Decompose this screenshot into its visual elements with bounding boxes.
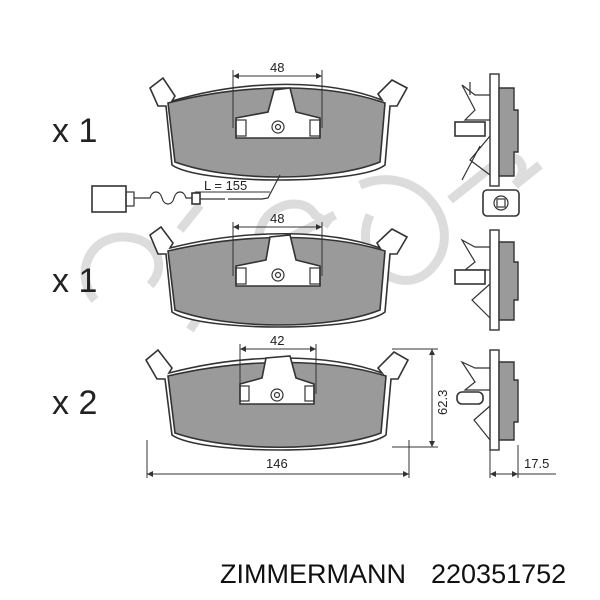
mount-tab-left xyxy=(235,267,247,285)
part-number: 220351752 xyxy=(431,559,566,589)
side-view-1 xyxy=(454,73,519,187)
mount-tab-right xyxy=(309,119,321,137)
overall-width-dimension: 146 xyxy=(146,440,410,478)
sensor-connector xyxy=(91,185,127,213)
quantity-label-row-3: x 2 xyxy=(52,384,97,422)
sensor-wire xyxy=(200,174,281,200)
quantity-label-row-2: x 1 xyxy=(52,262,97,300)
rivet-hole-inner xyxy=(273,391,281,399)
overall-width-label: 146 xyxy=(266,456,288,471)
center-bracket xyxy=(239,355,315,405)
pad-width-label: 42 xyxy=(270,333,284,348)
mount-tab-left xyxy=(235,119,247,137)
side-view-2 xyxy=(454,229,519,331)
pad-width-label: 48 xyxy=(270,211,284,226)
center-bracket xyxy=(235,234,321,287)
side-view-wear-sensor xyxy=(482,189,520,217)
friction-lining xyxy=(167,361,387,448)
rivet-hole xyxy=(271,120,285,134)
brake-pad-front-view-2: 48 xyxy=(149,211,409,328)
sensor-tip-sleeve xyxy=(191,192,201,205)
pad-height-label: 62.3 xyxy=(435,390,450,415)
rivet-hole-inner xyxy=(274,123,282,131)
brand-name: ZIMMERMANN xyxy=(220,559,406,589)
side-view-3: 17.5 xyxy=(456,349,556,478)
center-bracket xyxy=(235,87,321,139)
rivet-hole xyxy=(271,268,285,282)
sensor-cable xyxy=(134,191,192,205)
brake-pad-front-view-1: 48 xyxy=(149,60,409,181)
pad-thickness-label: 17.5 xyxy=(524,456,549,471)
sensor-length-label: L = 155 xyxy=(204,178,247,193)
brake-pad-front-view-3: 42 xyxy=(144,333,410,451)
mount-tab-right xyxy=(309,267,321,285)
quantity-label-row-1: x 1 xyxy=(52,112,97,150)
rivet-hole-inner xyxy=(274,271,282,279)
rivet-hole xyxy=(270,388,284,402)
sensor-connector-clip xyxy=(125,191,135,207)
mount-tab-right xyxy=(304,385,315,402)
height-dimension: 62.3 xyxy=(392,348,450,448)
wear-sensor: L = 155 xyxy=(91,174,281,213)
pad-width-label: 48 xyxy=(270,60,284,75)
